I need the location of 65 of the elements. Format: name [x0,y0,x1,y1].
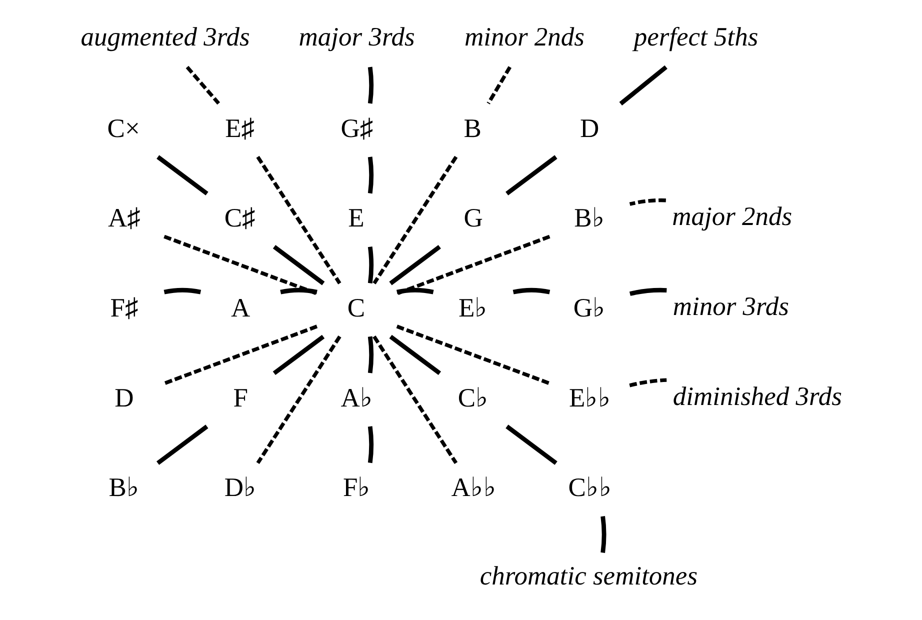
connector [505,424,557,465]
connector [367,156,373,194]
connector [256,156,341,284]
connector [618,65,667,106]
connector [367,336,373,374]
node-text: C [346,292,365,322]
connector [280,288,317,294]
node-text: minor 3rds [672,291,788,322]
connector [163,288,201,294]
connector [628,288,666,296]
node-text: major 2nds [672,201,792,232]
connector [396,234,550,296]
node-text: B♭ [574,202,604,233]
connector [372,156,458,284]
connector [163,234,318,296]
node-text: augmented 3rds [80,21,250,52]
connector [396,288,434,294]
node-text: A [230,292,250,322]
node-text: E [348,202,364,233]
connector [272,245,324,286]
node-text: E♯ [224,112,254,143]
node-text: diminished 3rds [672,380,842,411]
node-text: B [463,112,481,143]
node-text: A♭♭ [450,472,496,502]
node-text: D [580,112,599,143]
connector [600,516,606,553]
node-text: G [463,202,482,233]
connector [628,378,666,388]
connector [486,66,511,104]
connector [388,334,441,376]
node-text: A♭ [340,382,372,412]
connector [367,246,373,284]
node-text: major 3rds [298,21,414,52]
node-text: D [114,382,134,412]
node-text: F♯ [110,292,138,322]
node-text: G♯ [340,112,373,143]
connector [256,336,341,464]
connector [367,66,373,104]
node-text: B♭ [108,472,139,502]
connector [272,334,324,376]
node-text: E♭ [458,292,488,322]
node-text: F [232,382,248,412]
connector [512,288,550,294]
connector [628,198,666,206]
node-text: G♭ [572,292,606,322]
node-text: C× [106,112,140,143]
node-text: minor 2nds [464,21,584,52]
node-text: chromatic semitones [479,560,698,591]
node-text: E♭♭ [568,382,611,412]
connector [162,324,318,386]
node-text: F♭ [342,472,370,502]
node-text: D♭ [224,472,256,502]
connector [388,245,440,286]
connector [396,324,550,386]
connector [185,66,220,105]
node-text: C♭♭ [568,472,612,502]
connector [156,424,208,465]
connector [505,155,557,196]
node-text: perfect 5ths [633,21,758,52]
node-text: A♯ [108,202,140,233]
node-text: C♭ [457,382,488,412]
connector [367,426,373,464]
connector [372,336,458,464]
node-text: C♯ [224,202,255,233]
connector [156,155,208,196]
